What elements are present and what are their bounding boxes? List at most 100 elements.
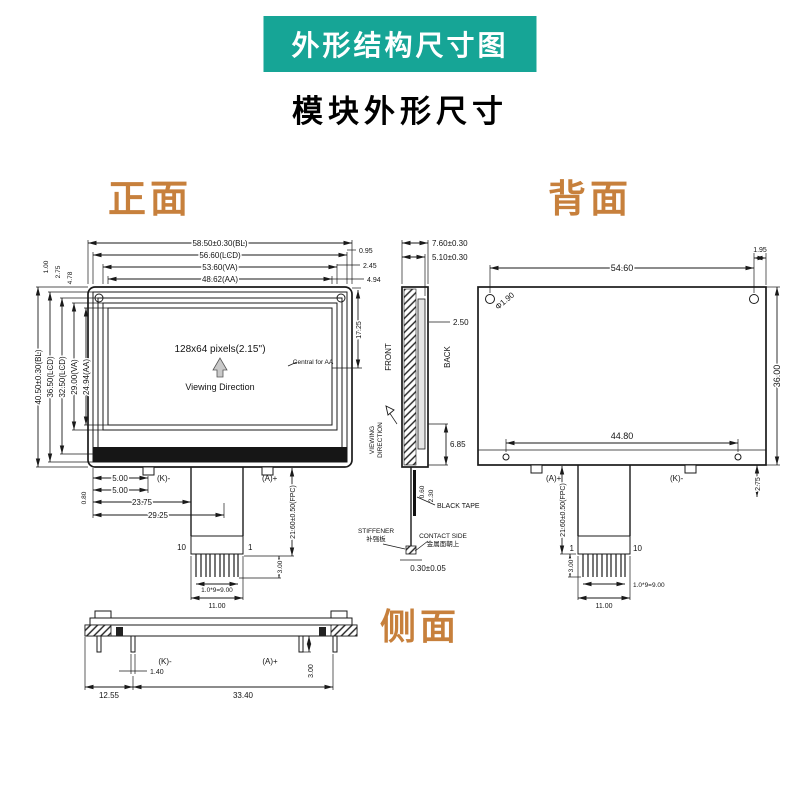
bottom-glass-strip	[89, 617, 353, 626]
side-front-face-label: FRONT	[384, 343, 393, 371]
viewing-direction-text: Viewing Direction	[185, 382, 254, 392]
back-pin-number-last: 10	[633, 544, 642, 553]
front-anode-label: (A)+	[262, 474, 278, 483]
dim-back-hole-span: 54.60	[611, 263, 634, 273]
title-banner: 外形结构尺寸图	[263, 16, 537, 72]
dim-back-height: 36.00	[772, 365, 782, 388]
dim-back-edge-gap: 2.75	[755, 477, 762, 491]
dim-side-total-thickness: 7.60±0.30	[432, 239, 468, 248]
dim-side-top-gap: 2.50	[453, 318, 469, 327]
dim-front-bottom-4: 29.25	[148, 511, 169, 520]
side-black-tape	[413, 470, 416, 516]
dim-front-height-lcd: 36.50(LCD)	[46, 356, 55, 398]
bottom-block-right	[319, 627, 326, 636]
dim-side-fpc-thickness: 0.30±0.05	[410, 564, 446, 573]
dim-front-pin-pitch: 1.0*9=9.00	[201, 587, 233, 594]
back-anode-label: (A)+	[546, 474, 562, 483]
front-view-drawing: 128x64 pixels(2.15'') Viewing Direction …	[33, 238, 381, 611]
dim-front-height-aa: 24.94(AA)	[82, 359, 91, 395]
side-stiffener-label-cn: 补强板	[366, 534, 386, 543]
side-contact-side-label-cn: 金属面朝上	[427, 539, 460, 548]
dim-front-right-2: 2.45	[363, 263, 377, 270]
side-stiffener-label: STIFFENER	[358, 528, 394, 535]
bottom-hatch-left	[84, 624, 112, 637]
back-led-pin-k	[684, 464, 697, 474]
side-view-label: 侧面	[380, 606, 461, 647]
side-black-tape-label: BLACK TAPE	[437, 503, 480, 510]
back-connector-pins	[582, 554, 626, 577]
dim-front-width-bl: 58.50±0.30(BL)	[192, 239, 247, 248]
viewing-direction-arrow-icon	[212, 357, 228, 378]
dim-front-height-bl: 40.50±0.30(BL)	[34, 349, 43, 404]
screen-resolution-text: 128x64 pixels(2.15'')	[174, 344, 265, 355]
dim-front-bottom-3: 23.75	[132, 498, 153, 507]
dim-front-bottom-1: 5.00	[112, 474, 128, 483]
bottom-pin-3	[298, 635, 304, 653]
dim-front-conn-width: 11.00	[209, 603, 226, 610]
front-pin-number-last: 1	[248, 543, 253, 552]
back-outline	[477, 286, 767, 466]
dim-back-pin-pitch: 1.0*9=9.00	[633, 582, 665, 589]
bottom-anode-label: (A)+	[262, 657, 278, 666]
front-view-label: 正面	[108, 179, 193, 221]
dim-bottom-pin-span: 33.40	[233, 691, 254, 700]
bottom-pin-2	[130, 635, 136, 653]
back-view-label: 背面	[548, 179, 633, 221]
bottom-view-drawing: (K)- (A)+ 1.40 12.55 33.40 3.00	[84, 610, 358, 700]
dim-back-conn-width: 11.00	[596, 603, 613, 610]
side-glass-strip	[417, 298, 426, 450]
dim-front-conn-height: 3.00	[277, 560, 284, 573]
bottom-pin-4	[332, 635, 338, 653]
side-viewing-label-2: DIRECTION	[377, 422, 384, 458]
front-led-pin-a	[261, 466, 274, 476]
dim-front-width-lcd: 56.60(LCD)	[199, 251, 241, 260]
dim-bottom-left-offset: 12.55	[99, 691, 120, 700]
dim-front-width-aa: 48.62(AA)	[202, 275, 238, 284]
banner-title: 外形结构尺寸图	[291, 30, 509, 61]
dim-bottom-pin-width: 1.40	[150, 669, 164, 676]
dim-front-height-va: 29.00(VA)	[70, 359, 79, 395]
back-hole-bottom-right	[734, 453, 742, 461]
front-led-pin-k	[142, 466, 155, 476]
back-fpc-connector	[577, 535, 631, 555]
dim-front-inset-3: 4.78	[67, 271, 74, 284]
dim-front-inset-1: 1.00	[43, 260, 50, 273]
dim-back-hole-offset: 1.95	[753, 247, 767, 254]
back-led-pin-a	[530, 464, 543, 474]
dim-front-fpc-length: 21.60±0.50(FPC)	[290, 485, 297, 539]
dim-back-fpc-length: 21.60±0.50(FPC)	[560, 483, 567, 537]
dim-side-tape-1: 0.60	[419, 485, 426, 498]
side-contact-side-label: CONTACT SIDE	[419, 533, 467, 540]
dim-bottom-pin-length: 3.00	[308, 664, 315, 678]
back-cathode-label: (K)-	[670, 474, 684, 483]
side-viewing-arrow-icon	[385, 405, 395, 416]
back-pin-number-first: 1	[570, 544, 575, 553]
side-back-face-label: BACK	[443, 345, 452, 367]
front-fpc-connector	[190, 535, 244, 555]
back-hole-top-right	[749, 294, 759, 304]
front-bezel-bar	[93, 447, 347, 462]
bottom-tab-right	[330, 610, 348, 619]
back-view-drawing: 54.60 1.95 Φ1.90 36.00 44.80 (A)+ (K)- 2…	[477, 247, 784, 610]
dim-back-inner-span: 44.80	[611, 431, 634, 441]
dim-front-right-3: 4.94	[367, 277, 381, 284]
back-hole-top-left	[485, 294, 495, 304]
dim-side-module-thickness: 5.10±0.30	[432, 253, 468, 262]
dim-back-conn-height: 3.00	[568, 559, 575, 572]
bottom-tab-left	[94, 610, 112, 619]
front-cathode-label: (K)-	[157, 474, 171, 483]
side-backlight-hatch	[403, 288, 417, 466]
front-connector-pins	[195, 554, 239, 577]
bottom-hatch-right	[330, 624, 358, 637]
bottom-cathode-label: (K)-	[158, 657, 172, 666]
side-stiffener	[405, 545, 417, 555]
dim-side-bottom-gap: 6.85	[450, 440, 466, 449]
dim-front-bottom-2: 5.00	[112, 486, 128, 495]
side-viewing-label-1: VIEWING	[369, 426, 376, 454]
side-view-drawing: 7.60±0.30 5.10±0.30 2.50 FRONT BACK VIEW…	[358, 239, 480, 573]
dim-front-width-va: 53.60(VA)	[202, 263, 238, 272]
back-hole-bottom-left	[502, 453, 510, 461]
front-pin-number-first: 10	[177, 543, 186, 552]
central-for-aa-note: Central for AA	[293, 359, 334, 366]
